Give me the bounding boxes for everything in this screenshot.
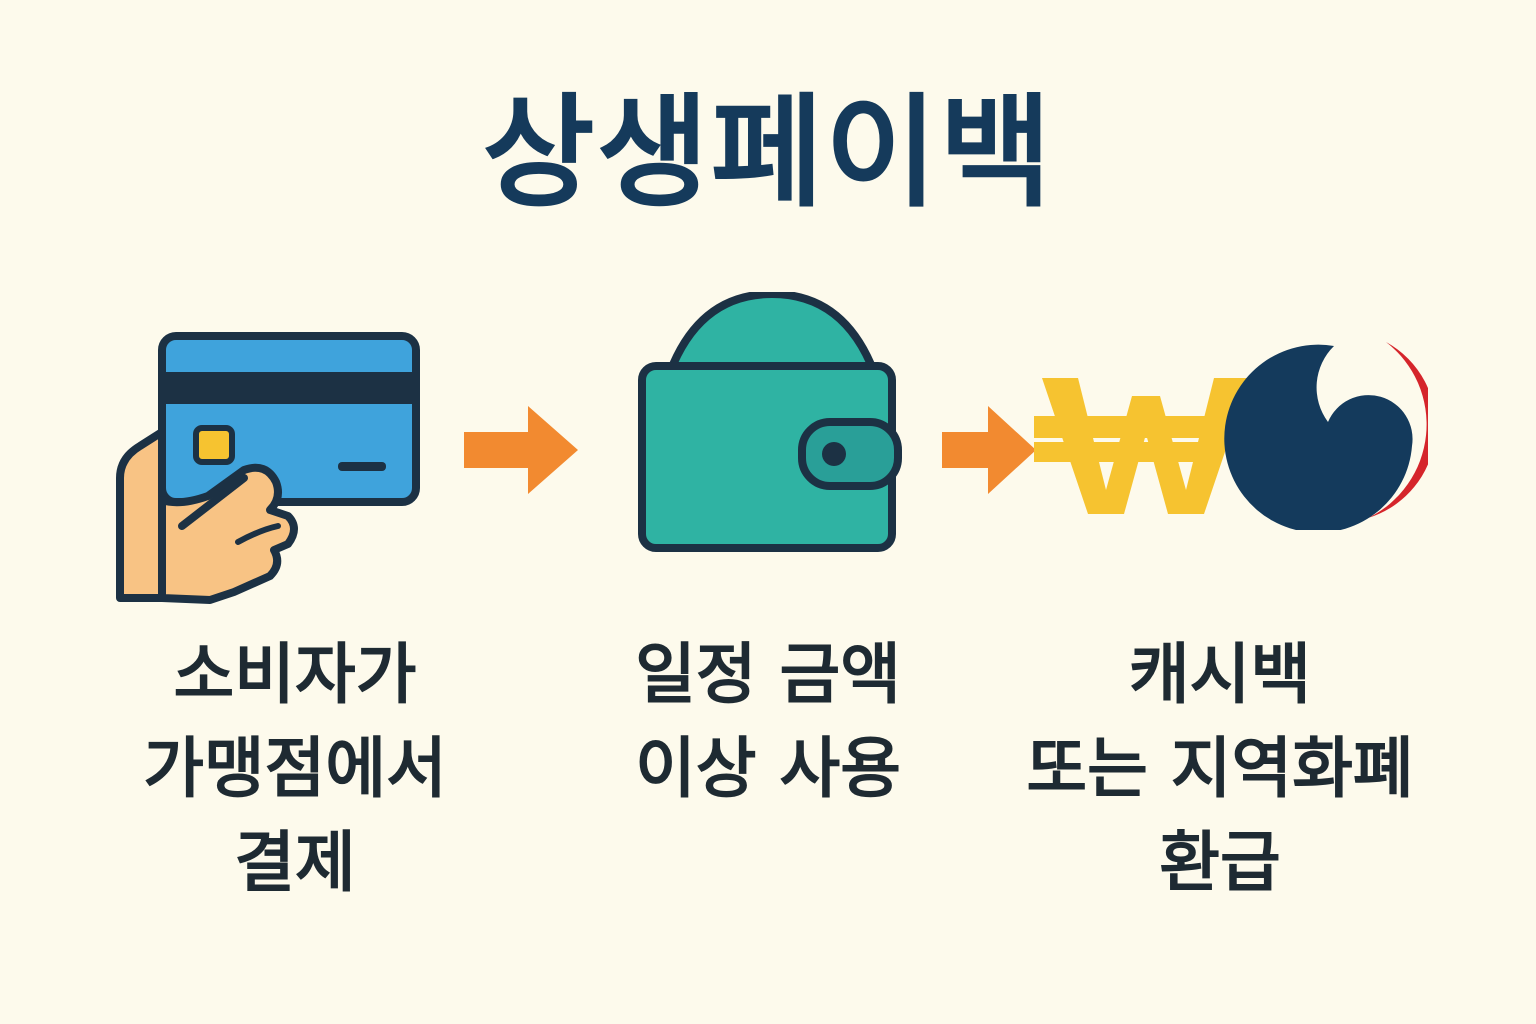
step-2-line-1: 일정 금액 [635,636,901,713]
won-icon [1034,378,1250,514]
hand-holding-credit-card-icon [116,332,420,604]
won-currency-and-government-emblem-icon [1034,342,1428,530]
step-2-label: 일정 금액 이상 사용 [568,628,968,816]
step-1-line-1: 소비자가 [173,636,417,713]
step-2-line-2: 이상 사용 [635,730,901,807]
step-1-label: 소비자가 가맹점에서 결제 [95,628,495,910]
step-3-line-2: 또는 지역화폐 [1026,730,1414,807]
step-1-line-2: 가맹점에서 [143,730,447,807]
step-1-line-3: 결제 [234,824,356,901]
step-3-line-3: 환급 [1159,824,1281,901]
page-title: 상생페이백 [482,82,1054,224]
step-3-line-1: 캐시백 [1128,636,1312,713]
arrow-right-icon [464,406,578,494]
arrow-right-icon [942,406,1036,494]
government-emblem-icon [1224,342,1428,530]
wallet-icon [638,292,902,552]
step-3-label: 캐시백 또는 지역화폐 환급 [1000,628,1440,910]
